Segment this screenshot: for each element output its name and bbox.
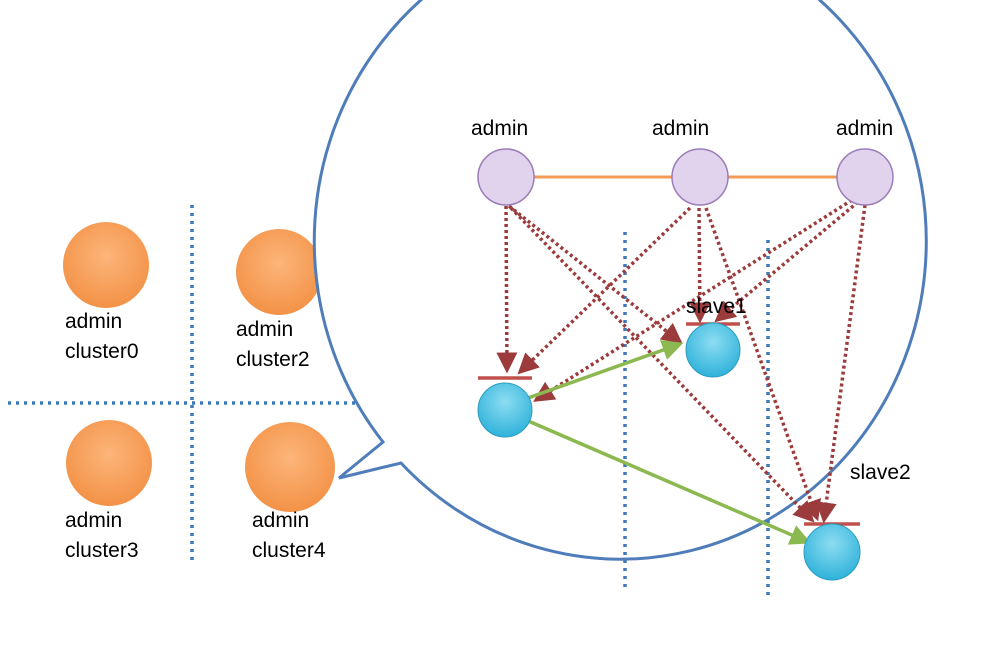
cluster-nodes [63,222,335,512]
green-arrows [525,339,812,545]
cluster0-label-name: cluster0 [65,340,139,363]
cluster0-label-admin: admin [65,310,122,333]
admin-label-3: admin [836,117,893,140]
cluster2-label-admin: admin [236,318,293,341]
cluster0-node [63,222,149,308]
cluster3-label-name: cluster3 [65,539,139,562]
zoom-labels: admin admin admin slave1 slave2 [471,117,911,484]
arrow-a1-slave1 [507,204,683,345]
arrow-a3-master [533,198,853,402]
cluster2-label-name: cluster2 [236,348,310,371]
slave1-label: slave1 [686,295,747,318]
admin-label-1: admin [471,117,528,140]
zoom-bubble [312,0,928,561]
cluster4-label-name: cluster4 [252,539,326,562]
admin-node-1 [477,148,535,206]
admin-node-3 [836,148,894,206]
cluster4-node [245,422,335,512]
admin-label-2: admin [652,117,709,140]
cluster-labels: admin cluster0 admin cluster2 admin clus… [65,310,326,562]
arrow-a2-slave1 [689,207,711,324]
cluster2-node [236,229,322,315]
cluster4-label-admin: admin [252,509,309,532]
green-arrow-master-slave1 [527,339,684,400]
cluster3-label-admin: admin [65,509,122,532]
arrow-a1-slave2 [509,206,815,523]
admin-nodes [477,148,894,206]
arrow-a3-slave1 [714,200,860,323]
arrow-a2-slave2 [704,207,821,522]
slave1-node [685,322,741,378]
admin-node-2 [671,148,729,206]
zoom-dividers [623,232,770,598]
data-nodes [477,322,861,581]
replication-arrows [496,198,867,524]
green-arrow-master-slave2 [525,418,812,545]
master-node [477,382,533,438]
cluster3-node [66,420,152,506]
slave2-node [803,523,861,581]
slave2-label: slave2 [850,461,911,484]
arrow-a3-slave2 [815,204,867,524]
